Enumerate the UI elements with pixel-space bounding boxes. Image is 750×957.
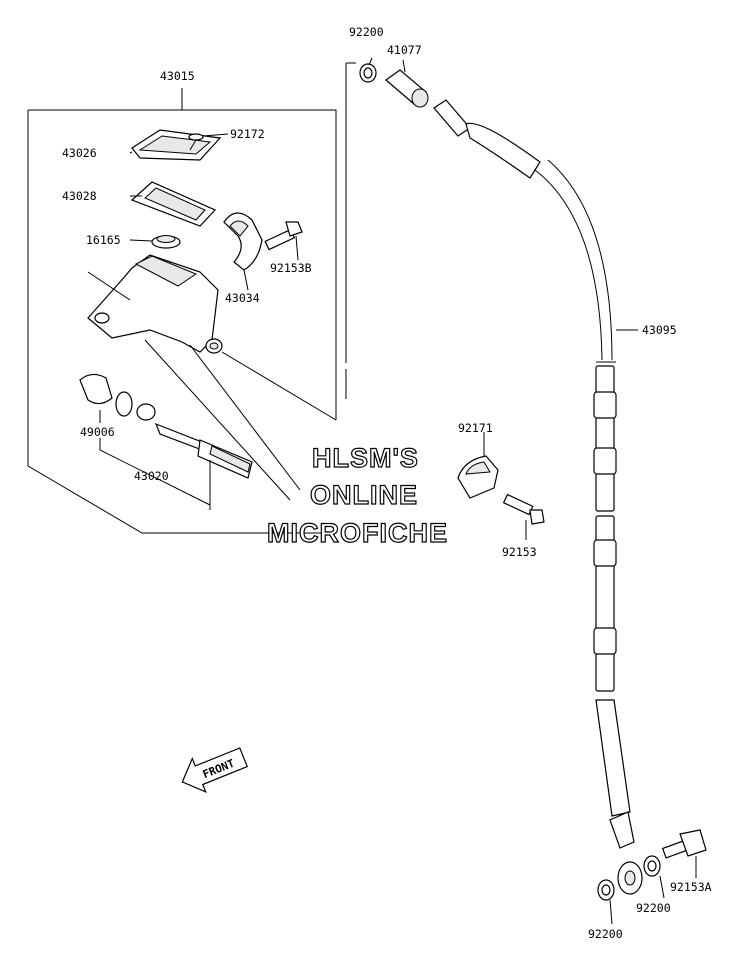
label-92172: 92172 bbox=[230, 127, 265, 141]
brake-hose bbox=[433, 99, 643, 895]
diaphragm bbox=[130, 181, 217, 227]
label-43020: 43020 bbox=[134, 469, 169, 483]
master-cylinder-body bbox=[87, 254, 337, 501]
label-41077: 41077 bbox=[387, 43, 422, 57]
watermark-line3: MICROFICHE bbox=[267, 518, 448, 548]
label-92171: 92171 bbox=[458, 421, 493, 435]
master-cylinder-frame bbox=[27, 62, 356, 534]
reservoir-cap bbox=[129, 129, 222, 161]
watermark-line1: HLSM'S bbox=[312, 443, 419, 473]
bottom-fittings bbox=[597, 829, 707, 925]
clamp-bolt bbox=[264, 221, 303, 261]
piston-parts bbox=[79, 373, 253, 510]
label-92153A: 92153A bbox=[670, 880, 712, 894]
watermark-line2: ONLINE bbox=[310, 480, 418, 510]
label-49006: 49006 bbox=[80, 425, 115, 439]
watermark: HLSM'S ONLINE MICROFICHE bbox=[266, 442, 448, 548]
label-92200-bottom: 92200 bbox=[588, 927, 623, 941]
label-43034: 43034 bbox=[225, 291, 260, 305]
label-43095: 43095 bbox=[642, 323, 677, 337]
top-fittings bbox=[359, 57, 429, 108]
label-43026: 43026 bbox=[62, 146, 97, 160]
cap-screw bbox=[188, 133, 229, 151]
label-92200-top: 92200 bbox=[349, 25, 384, 39]
clamp bbox=[223, 212, 263, 291]
label-92153: 92153 bbox=[502, 545, 537, 559]
hose-clamp bbox=[457, 432, 499, 499]
boot bbox=[129, 235, 181, 249]
label-43028: 43028 bbox=[62, 189, 97, 203]
label-92153B: 92153B bbox=[270, 261, 312, 275]
clamp-bolt-2 bbox=[502, 493, 545, 540]
part-labels: 43015 92172 43026 43028 16165 92153B 430… bbox=[62, 25, 712, 941]
label-43015: 43015 bbox=[160, 69, 195, 83]
label-16165: 16165 bbox=[86, 233, 121, 247]
label-92200-right: 92200 bbox=[636, 901, 671, 915]
front-arrow: FRONT bbox=[181, 747, 249, 794]
